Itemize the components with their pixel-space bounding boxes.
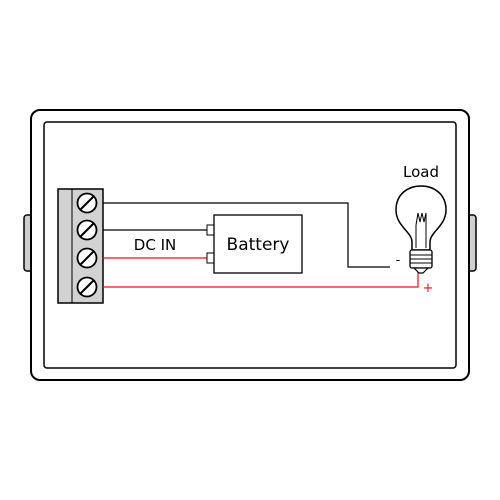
terminal-screw-1 (76, 192, 98, 214)
light-bulb-icon (395, 185, 447, 274)
battery: Battery (206, 214, 303, 274)
terminal-screw-3 (76, 247, 98, 269)
meter-enclosure-inner (43, 121, 457, 369)
bulb-tip (412, 267, 430, 274)
load-positive-label: + (423, 281, 434, 296)
terminal-screw-2 (76, 219, 98, 241)
load-negative-label: - (396, 253, 401, 268)
bulb-filament (415, 212, 427, 248)
battery-body (213, 214, 303, 274)
dc-in-label: DC IN (134, 236, 176, 254)
terminal-screw-4 (76, 276, 98, 298)
load-label: Load (403, 163, 439, 181)
battery-label: Battery (227, 235, 290, 255)
wire-load-positive (103, 272, 419, 288)
wire-load-negative (103, 202, 390, 268)
